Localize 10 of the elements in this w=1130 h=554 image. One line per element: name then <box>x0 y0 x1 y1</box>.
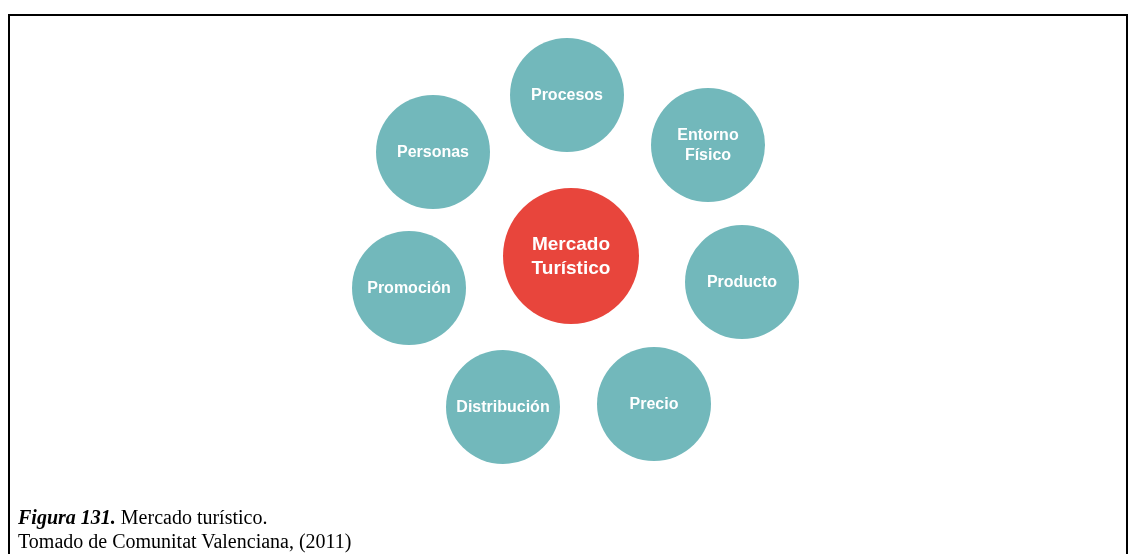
node-label: Entorno Físico <box>676 125 740 165</box>
figure-caption: Figura 131. Mercado turístico. <box>18 505 269 529</box>
node-label: Procesos <box>529 85 604 105</box>
node-label: Producto <box>705 272 779 292</box>
source-note: Tomado de Comunitat Valenciana, (2011) <box>18 529 352 553</box>
node-label: Promoción <box>366 278 452 298</box>
node-label: Precio <box>628 394 680 414</box>
node-label: Distribución <box>455 397 551 417</box>
node-label: Mercado Turístico <box>530 232 612 280</box>
node-label: Personas <box>395 142 470 162</box>
